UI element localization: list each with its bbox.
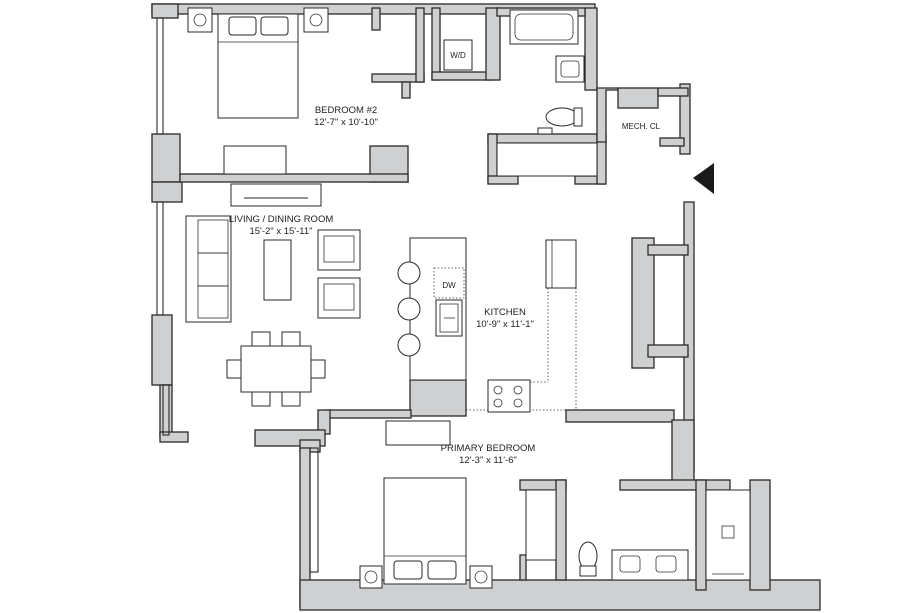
- mech-closet: MECH. CL: [622, 122, 661, 131]
- entry-arrow-icon: [693, 163, 714, 194]
- nightstand: [469, 565, 493, 589]
- primary-bedroom: PRIMARY BEDROOM 12'-3" x 11'-6": [359, 420, 557, 589]
- pillow: [427, 560, 457, 580]
- room-name-bedroom-2: BEDROOM #2: [315, 105, 377, 116]
- coffee-table: [263, 239, 292, 301]
- nightstand: [359, 565, 383, 589]
- washer-dryer: [443, 39, 473, 71]
- pillow: [260, 16, 289, 36]
- cooktop: [487, 379, 531, 413]
- sofa: [185, 215, 232, 323]
- shower: [705, 489, 751, 581]
- room-dims-living: 15'-2" x 15'-11": [249, 226, 312, 237]
- mech-closet-label: MECH. CL: [622, 122, 661, 131]
- dining-table: [240, 345, 312, 393]
- room-dims-kitchen: 10'-9" x 11'-1": [476, 319, 534, 330]
- toilet: [545, 107, 579, 127]
- refrigerator: [545, 239, 577, 289]
- nightstand: [187, 7, 213, 33]
- armchair: [317, 277, 361, 319]
- dishwasher: [433, 267, 465, 299]
- tv-console: [385, 420, 451, 446]
- bar-stool: [397, 333, 421, 357]
- nightstand: [303, 7, 329, 33]
- room-name-primary: PRIMARY BEDROOM: [441, 443, 536, 454]
- bathtub: [509, 9, 579, 45]
- walls: [151, 3, 821, 611]
- primary-bath: [578, 489, 751, 581]
- closet: [525, 489, 557, 561]
- room-dims-bedroom-2: 12'-7" x 10'-10": [314, 117, 378, 128]
- double-vanity: [611, 549, 689, 581]
- living-dining: LIVING / DINING ROOM 15'-2" x 15'-11": [185, 183, 361, 407]
- pillow: [228, 16, 257, 36]
- laundry-and-bath: W/D: [443, 9, 598, 177]
- kitchen: DW KITCHEN 10'-9" x 11'-1": [397, 237, 577, 413]
- vanity-sink: [555, 55, 585, 83]
- room-name-living: LIVING / DINING ROOM: [229, 214, 334, 225]
- room-dims-primary: 12'-3" x 11'-6": [459, 455, 517, 466]
- bedroom-2: BEDROOM #2 12'-7" x 10'-10": [187, 7, 378, 175]
- room-name-kitchen: KITCHEN: [484, 307, 526, 318]
- bar-stool: [397, 261, 421, 285]
- washer-dryer-label: W/D: [450, 51, 466, 60]
- dishwasher-label: DW: [442, 281, 456, 290]
- armchair: [317, 229, 361, 271]
- dresser: [223, 145, 287, 175]
- tv-console: [230, 183, 322, 207]
- pillow: [393, 560, 423, 580]
- bar-stool: [397, 297, 421, 321]
